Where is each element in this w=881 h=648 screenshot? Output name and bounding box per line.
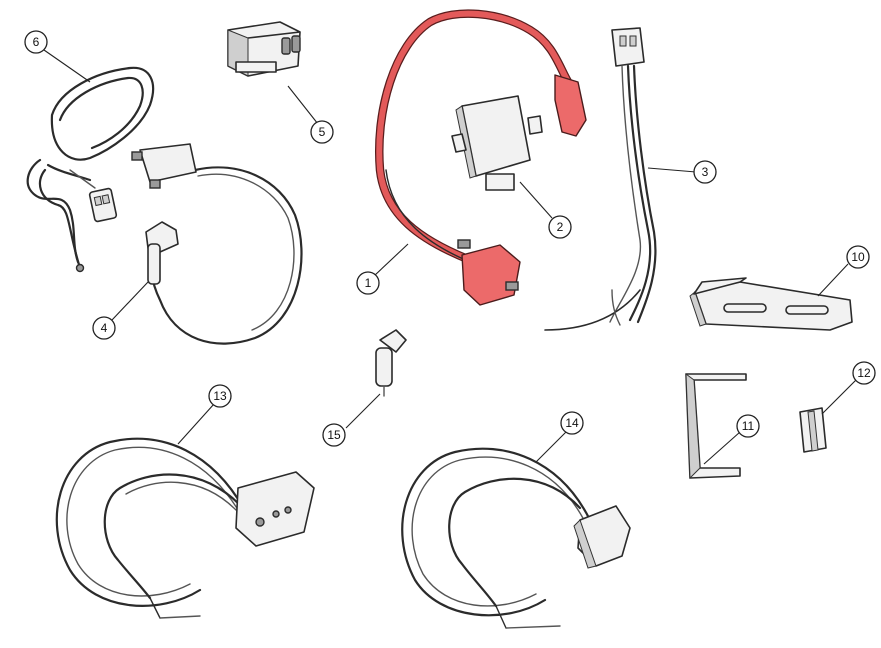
- part-3-harness[interactable]: [544, 27, 657, 331]
- leader-12: [821, 379, 857, 415]
- callout-5: 5: [310, 120, 334, 144]
- part-11-l-bracket[interactable]: [685, 372, 747, 480]
- callout-6: 6: [24, 30, 48, 54]
- part-6-wiring-loom[interactable]: [26, 66, 155, 273]
- callout-11: 11: [736, 414, 760, 438]
- part-14-switch-harness[interactable]: [400, 447, 631, 629]
- svg-text:10: 10: [851, 250, 865, 264]
- leader-13: [177, 403, 215, 445]
- leader-5: [287, 85, 319, 125]
- svg-text:15: 15: [327, 428, 341, 442]
- leader-lines: [43, 49, 857, 465]
- part-10-bracket[interactable]: [689, 277, 853, 331]
- svg-text:2: 2: [557, 220, 564, 234]
- leader-2: [519, 181, 553, 219]
- svg-text:3: 3: [702, 165, 709, 179]
- callout-12: 12: [852, 361, 876, 385]
- leader-6: [43, 49, 91, 83]
- svg-text:14: 14: [565, 416, 579, 430]
- svg-text:13: 13: [213, 389, 227, 403]
- part-1-highlighted-coil[interactable]: [375, 9, 587, 306]
- svg-text:4: 4: [101, 321, 108, 335]
- leader-1: [373, 243, 409, 277]
- svg-text:1: 1: [365, 276, 372, 290]
- leader-11: [703, 431, 741, 465]
- callout-15: 15: [322, 423, 346, 447]
- svg-text:12: 12: [857, 366, 871, 380]
- part-13-switch-harness[interactable]: [55, 437, 315, 619]
- callout-3: 3: [693, 160, 717, 184]
- part-4-ignition-coil[interactable]: [131, 143, 304, 346]
- callout-1: 1: [356, 271, 380, 295]
- part-5-relay[interactable]: [227, 21, 301, 77]
- leader-3: [647, 167, 697, 173]
- callout-2: 2: [548, 215, 572, 239]
- callout-4: 4: [92, 316, 116, 340]
- svg-text:11: 11: [742, 419, 755, 433]
- leader-10: [817, 263, 849, 297]
- leader-14: [535, 431, 567, 463]
- part-2-cdi-unit[interactable]: [451, 95, 543, 191]
- svg-text:6: 6: [33, 35, 40, 49]
- svg-text:5: 5: [319, 125, 326, 139]
- callout-10: 10: [846, 245, 870, 269]
- callout-13: 13: [208, 384, 232, 408]
- part-12-sleeve[interactable]: [799, 407, 827, 453]
- callout-14: 14: [560, 411, 584, 435]
- leader-15: [345, 393, 381, 429]
- part-15-plug-cap[interactable]: [375, 329, 407, 397]
- leader-4: [111, 281, 149, 321]
